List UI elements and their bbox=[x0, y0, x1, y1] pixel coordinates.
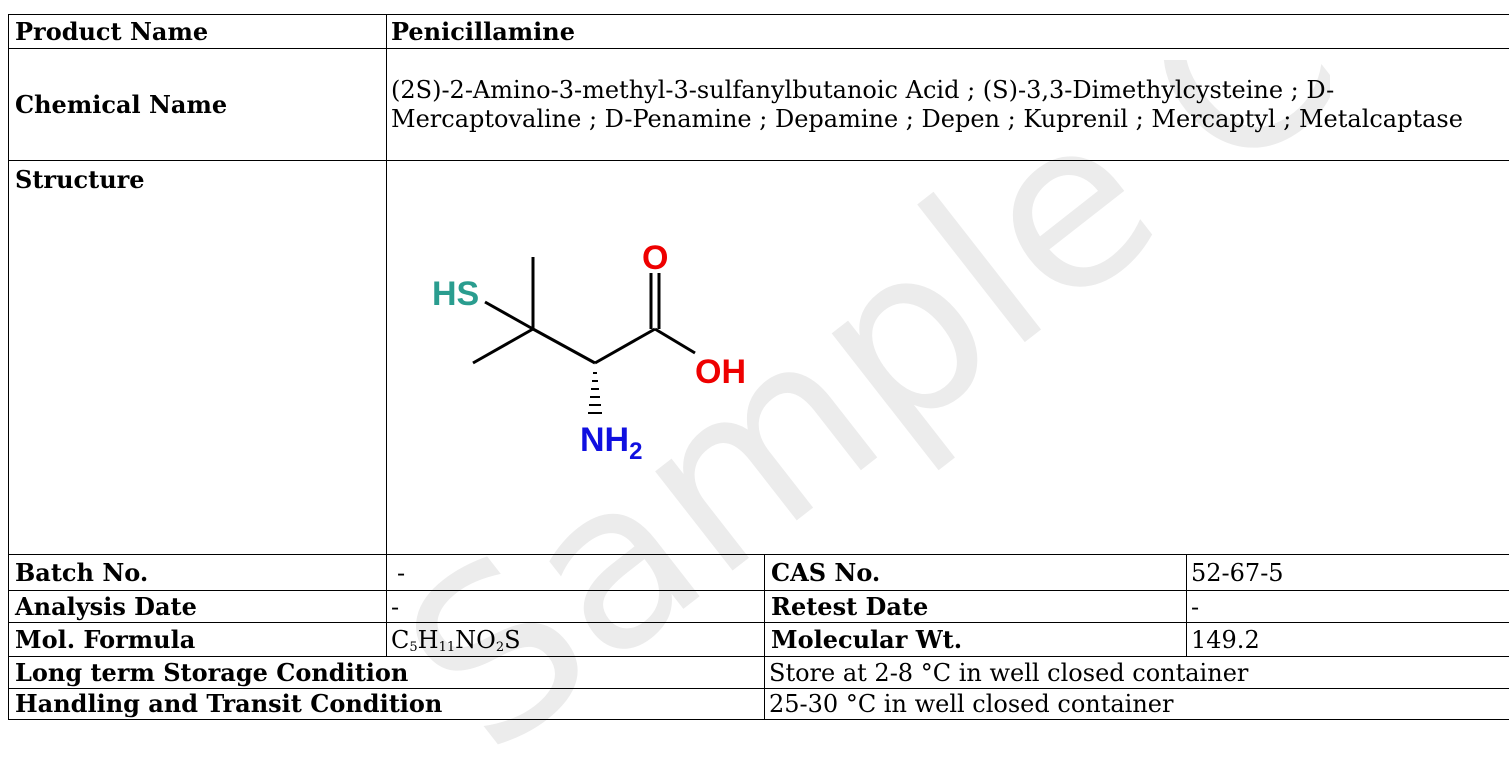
row-batch-cas: Batch No. - CAS No. 52-67-5 bbox=[8, 554, 1509, 591]
molecular-wt-label: Molecular Wt. bbox=[764, 622, 1187, 657]
storage-label: Long term Storage Condition bbox=[8, 656, 765, 689]
row-storage: Long term Storage Condition Store at 2-8… bbox=[8, 656, 1509, 689]
chemical-name-value: (2S)-2-Amino-3-methyl-3-sulfanylbutanoic… bbox=[385, 48, 1509, 161]
handling-label: Handling and Transit Condition bbox=[8, 688, 765, 720]
coa-table: Product Name Penicillamine Chemical Name… bbox=[8, 14, 1509, 720]
row-structure: Structure bbox=[8, 160, 1509, 555]
analysis-date-label: Analysis Date bbox=[8, 590, 387, 623]
molecular-wt-value: 149.2 bbox=[1185, 622, 1509, 657]
mol-formula-label: Mol. Formula bbox=[8, 622, 387, 657]
bond-c-oh bbox=[654, 327, 696, 355]
row-formula-weight: Mol. Formula C5H11NO2S Molecular Wt. 149… bbox=[8, 622, 1509, 657]
row-analysis-retest: Analysis Date - Retest Date - bbox=[8, 590, 1509, 623]
structure-image: HS O OH NH2 bbox=[385, 160, 1509, 555]
handling-value: 25-30 °C in well closed container bbox=[763, 688, 1509, 720]
storage-value: Store at 2-8 °C in well closed container bbox=[763, 656, 1509, 689]
product-name-label: Product Name bbox=[8, 14, 387, 49]
structure-label: Structure bbox=[8, 160, 387, 555]
atom-nh2: NH2 bbox=[580, 421, 642, 465]
cas-no-label: CAS No. bbox=[764, 554, 1187, 591]
batch-no-value: - bbox=[386, 554, 765, 591]
row-product-name: Product Name Penicillamine bbox=[8, 14, 1509, 49]
bond-hs-c bbox=[484, 300, 534, 331]
batch-no-label: Batch No. bbox=[8, 554, 387, 591]
retest-date-value: - bbox=[1185, 590, 1509, 623]
chemical-name-label: Chemical Name bbox=[8, 48, 387, 161]
bond-methyl-left bbox=[472, 327, 534, 365]
retest-date-label: Retest Date bbox=[764, 590, 1187, 623]
atom-hs: HS bbox=[432, 275, 479, 313]
analysis-date-value: - bbox=[386, 590, 765, 623]
bond-c3-c2 bbox=[532, 327, 596, 365]
bond-c2-c1 bbox=[594, 327, 656, 365]
cas-no-value: 52-67-5 bbox=[1185, 554, 1509, 591]
mol-formula-value: C5H11NO2S bbox=[386, 622, 765, 657]
row-chemical-name: Chemical Name (2S)-2-Amino-3-methyl-3-su… bbox=[8, 48, 1509, 161]
bonds bbox=[472, 257, 696, 365]
product-name-value: Penicillamine bbox=[385, 14, 1509, 49]
penicillamine-structure-drawing: HS O OH NH2 bbox=[432, 239, 746, 465]
hashed-wedge-bond bbox=[588, 372, 602, 414]
row-handling: Handling and Transit Condition 25-30 °C … bbox=[8, 688, 1509, 720]
atom-o: O bbox=[642, 239, 668, 277]
atom-oh: OH bbox=[695, 353, 746, 391]
